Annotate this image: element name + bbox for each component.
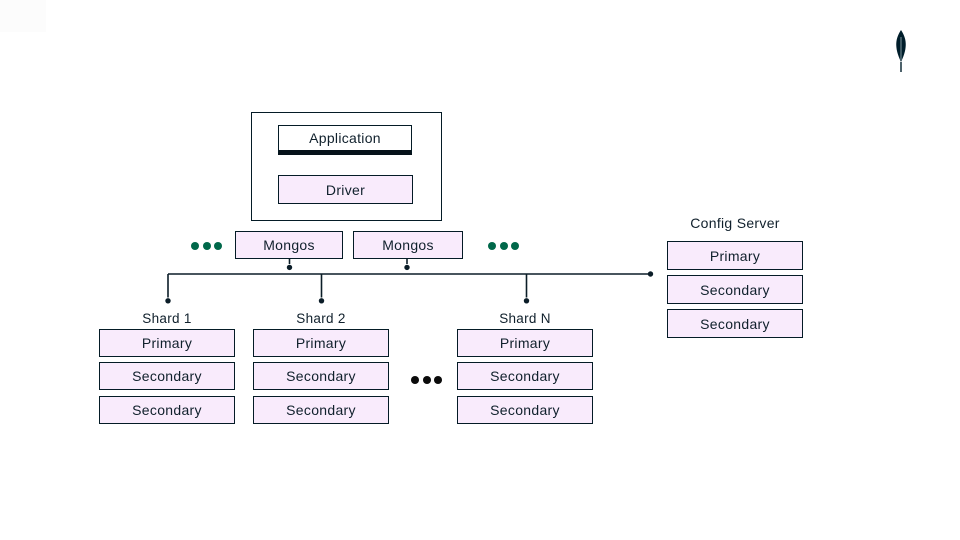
shard1-title: Shard 1 bbox=[142, 311, 192, 326]
config-server-arrow-dot bbox=[647, 271, 654, 277]
routers-right-ellipsis-icon bbox=[488, 242, 519, 250]
shard2-secondary-label: Secondary bbox=[286, 402, 356, 418]
mongos1-arrow-dot bbox=[286, 264, 293, 271]
config-secondary-node: Secondary bbox=[667, 309, 803, 338]
application-label: Application bbox=[309, 130, 381, 146]
shardN-title: Shard N bbox=[499, 311, 551, 326]
driver-node: Driver bbox=[278, 175, 413, 204]
shard2-secondary-node: Secondary bbox=[253, 396, 389, 424]
mongodb-leaf-icon bbox=[896, 30, 906, 72]
shard2-arrow-dot bbox=[318, 298, 325, 304]
mongos-label: Mongos bbox=[263, 237, 315, 253]
shard1-primary-node: Primary bbox=[99, 329, 235, 357]
corner-artifact bbox=[0, 0, 46, 32]
shard1-primary-label: Primary bbox=[141, 335, 193, 351]
shardN-secondary-node: Secondary bbox=[457, 362, 593, 390]
shardN-primary-node: Primary bbox=[457, 329, 593, 357]
mongos-node-1: Mongos bbox=[235, 231, 343, 259]
routers-left-ellipsis-icon bbox=[191, 242, 222, 250]
config-server-title: Config Server bbox=[690, 215, 780, 231]
application-node: Application bbox=[278, 125, 412, 155]
config-secondary-label: Secondary bbox=[700, 315, 770, 332]
config-primary-node: Primary bbox=[667, 241, 803, 270]
shard2-secondary-label: Secondary bbox=[286, 368, 356, 384]
shard1-secondary-node: Secondary bbox=[99, 362, 235, 390]
config-secondary-label: Secondary bbox=[700, 281, 770, 298]
mongos2-arrow-dot bbox=[404, 264, 410, 271]
shard2-secondary-node: Secondary bbox=[253, 362, 389, 390]
shard1-secondary-label: Secondary bbox=[132, 368, 202, 384]
shardN-secondary-node: Secondary bbox=[457, 396, 593, 424]
shard2-primary-node: Primary bbox=[253, 329, 389, 357]
shardN-arrow-dot bbox=[523, 298, 530, 304]
config-secondary-node: Secondary bbox=[667, 275, 803, 304]
shardN-secondary-label: Secondary bbox=[490, 402, 560, 418]
shard1-secondary-label: Secondary bbox=[132, 402, 202, 418]
shard2-title: Shard 2 bbox=[296, 311, 346, 326]
driver-label: Driver bbox=[325, 181, 366, 198]
shards-ellipsis-icon bbox=[411, 376, 442, 384]
shardN-primary-label: Primary bbox=[499, 335, 551, 351]
shard1-arrow-dot bbox=[165, 298, 171, 304]
config-primary-label: Primary bbox=[709, 247, 761, 264]
shard1-secondary-node: Secondary bbox=[99, 396, 235, 424]
shardN-secondary-label: Secondary bbox=[490, 368, 560, 384]
shard2-primary-label: Primary bbox=[295, 335, 347, 351]
mongos-node-2: Mongos bbox=[353, 231, 463, 259]
mongos-label: Mongos bbox=[382, 237, 434, 253]
